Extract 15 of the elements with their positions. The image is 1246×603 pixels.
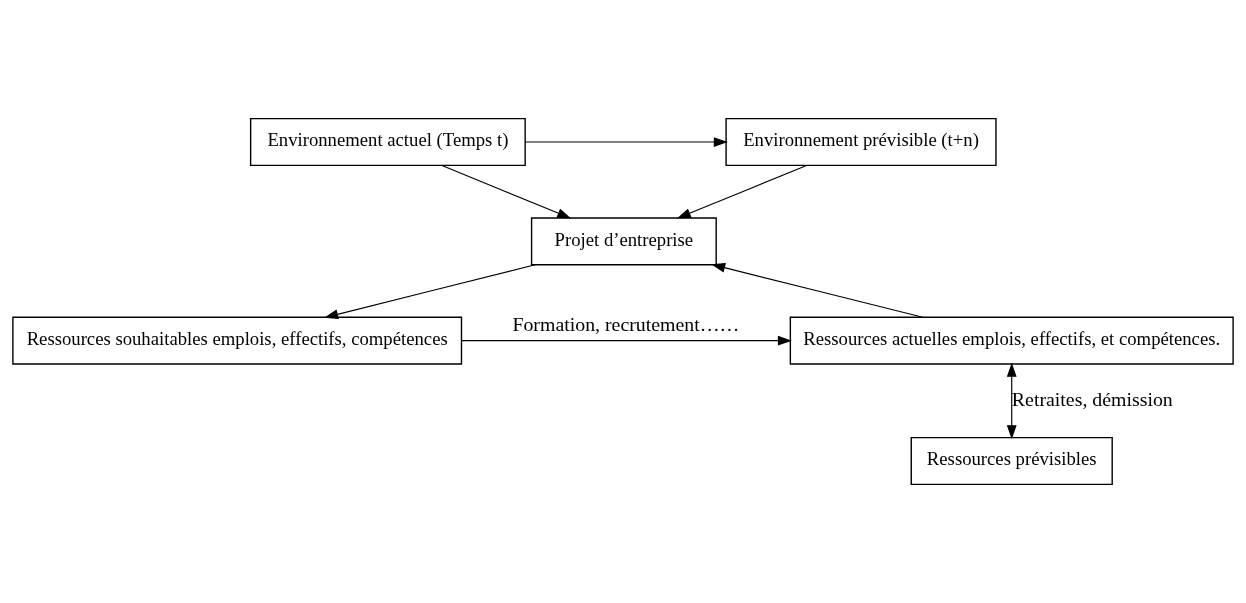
node-box: Ressources prévisibles [910, 436, 1113, 486]
arrow [525, 137, 728, 147]
edge-label: Retraites, démission [1011, 387, 1173, 410]
node-box: Environnement prévisible (t+n) [725, 117, 997, 167]
arrow [324, 264, 536, 320]
arrow [441, 164, 572, 219]
arrow [461, 335, 792, 346]
arrow [676, 164, 808, 219]
node-box: Ressources actuelles emplois, effectifs, et compétences. [789, 316, 1234, 365]
arrow [711, 262, 924, 318]
edge-label: Formation, recrutement…… [512, 312, 740, 335]
arrow [1006, 362, 1017, 440]
node-box: Ressources souhaitables emplois, effectifs, compétences [12, 316, 463, 365]
node-box: Projet d’entreprise [530, 217, 717, 266]
node-box: Environnement actuel (Temps t) [249, 117, 526, 167]
